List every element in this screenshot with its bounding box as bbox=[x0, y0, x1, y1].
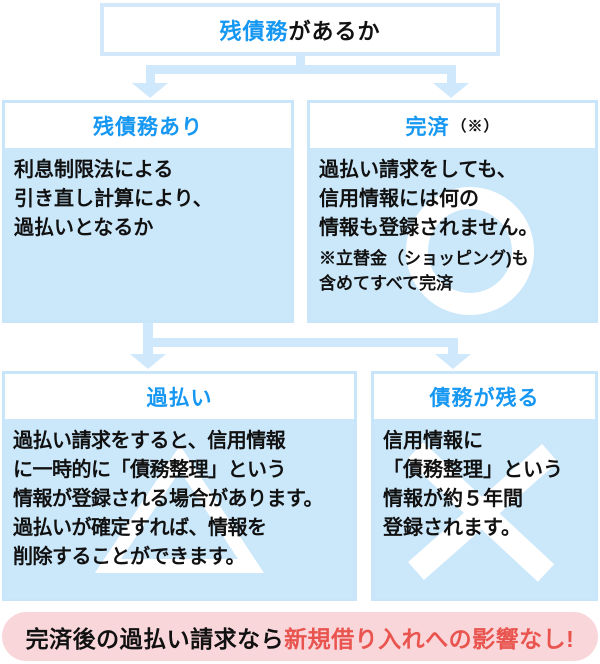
root-question-rest: があるか bbox=[288, 18, 381, 44]
branch-box-paid-off: 完済（※） 過払い請求をしても、 信用情報には何の 情報も登録されません。 ※立… bbox=[307, 100, 598, 323]
branch-right-body: 過払い請求をしても、 信用情報には何の 情報も登録されません。 bbox=[319, 159, 539, 239]
banner-black-text: 完済後の過払い請求なら bbox=[25, 625, 285, 652]
connector1-bar bbox=[146, 65, 456, 74]
leaf-left-body: 過払い請求をすると、信用情報 に一時的に「債務整理」という 情報が登録される場合… bbox=[13, 430, 324, 568]
branch-right-title-suffix: （※） bbox=[451, 118, 500, 135]
branch-left-title: 残債務あり bbox=[5, 103, 291, 148]
branch-box-debt-remaining: 残債務あり 利息制限法による 引き直し計算により、 過払いとなるか bbox=[2, 100, 294, 323]
leaf-right-title: 債務が残る bbox=[374, 374, 595, 419]
arrow-down-icon bbox=[435, 354, 471, 369]
branch-left-body: 利息制限法による 引き直し計算により、 過払いとなるか bbox=[14, 159, 213, 239]
branch-right-note: ※立替金（ショッピング)も 含めてすべて完済 bbox=[319, 249, 529, 293]
arrow-down-icon bbox=[433, 83, 469, 98]
leaf-left-title: 過払い bbox=[5, 374, 354, 419]
connector2-bar bbox=[143, 338, 458, 347]
arrow-down-icon bbox=[132, 83, 168, 98]
connector1-stem bbox=[296, 55, 305, 66]
arrow-down-icon bbox=[130, 354, 166, 369]
connector1-left-drop bbox=[146, 74, 155, 84]
branch-right-title-text: 完済 bbox=[405, 115, 450, 139]
root-question-highlight: 残債務 bbox=[219, 18, 289, 44]
branch-right-title: 完済（※） bbox=[310, 103, 595, 148]
connector1-right-drop bbox=[447, 74, 456, 84]
leaf-box-debt-stays: 債務が残る 信用情報に 「債務整理」という 情報が約５年間 登録されます。 bbox=[371, 371, 598, 601]
connector2-right-drop bbox=[448, 347, 458, 355]
leaf-right-body: 信用情報に 「債務整理」という 情報が約５年間 登録されます。 bbox=[383, 430, 563, 539]
connector2-stem bbox=[143, 323, 153, 339]
leaf-box-overpayment: 過払い 過払い請求をすると、信用情報 に一時的に「債務整理」という 情報が登録さ… bbox=[2, 371, 357, 601]
conclusion-banner: 完済後の過払い請求なら新規借り入れへの影響なし! bbox=[2, 612, 598, 661]
connector2-left-drop bbox=[143, 347, 153, 355]
banner-red-text: 新規借り入れへの影響なし! bbox=[284, 625, 575, 652]
root-question-box: 残債務があるか bbox=[100, 3, 500, 56]
